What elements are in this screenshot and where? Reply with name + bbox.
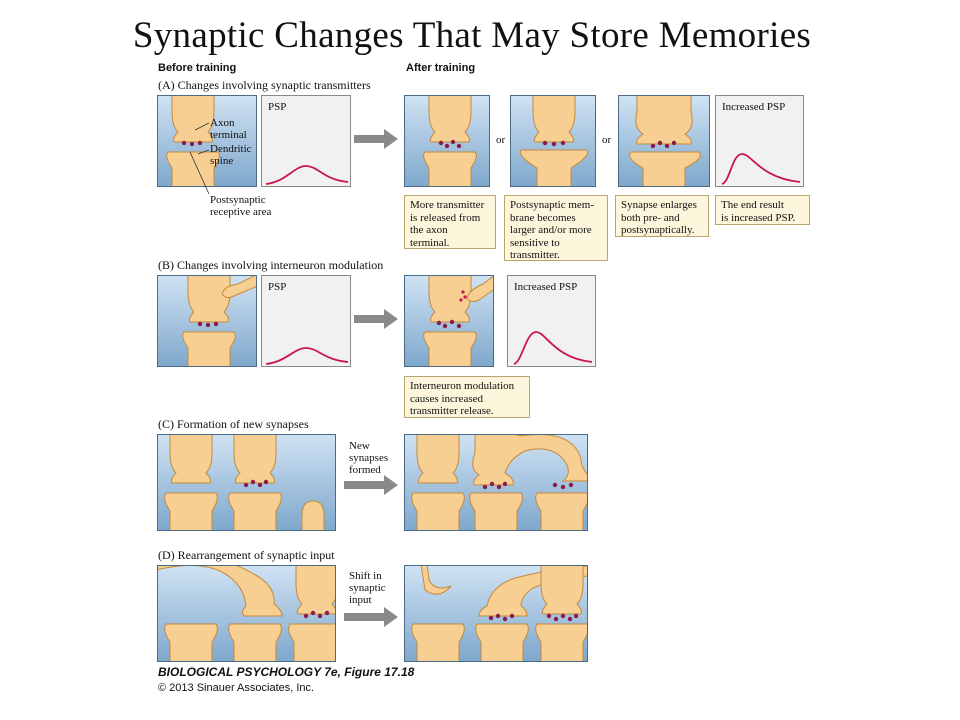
note-a4: The end result is increased PSP.	[715, 195, 810, 225]
section-d-title: (D) Rearrangement of synaptic input	[158, 548, 335, 562]
label-postsynaptic-area: Postsynaptic receptive area	[210, 194, 272, 218]
synapse-drawing	[166, 96, 220, 186]
section-b-title: (B) Changes involving interneuron modula…	[158, 258, 384, 272]
header-before-training: Before training	[158, 62, 237, 74]
synapse-drawing	[423, 276, 493, 366]
arrow-d	[344, 607, 398, 627]
label-leader-lines	[190, 122, 210, 195]
synapse-drawing	[629, 96, 701, 186]
or-label-1: or	[496, 134, 506, 146]
panel-b-after	[404, 275, 494, 367]
section-c-title: (C) Formation of new synapses	[158, 417, 309, 431]
panel-d-before	[157, 565, 336, 662]
note-b1: Interneuron modulation causes increased …	[404, 376, 530, 418]
synapse-drawing	[411, 435, 587, 530]
note-a2: Postsynaptic mem- brane becomes larger a…	[504, 195, 608, 261]
label-new-synapses: New synapses formed	[349, 440, 389, 476]
synapse-drawing	[423, 96, 477, 186]
increased-psp-label: Increased PSP	[514, 281, 578, 293]
arrow-c	[344, 475, 398, 495]
figure-credit: BIOLOGICAL PSYCHOLOGY 7e, Figure 17.18	[158, 665, 415, 679]
panel-a2	[510, 95, 596, 187]
or-label-2: or	[602, 134, 612, 146]
arrow-a	[354, 129, 398, 149]
label-axon-terminal: Axon terminal	[210, 117, 247, 141]
increased-psp-label: Increased PSP	[722, 101, 786, 113]
note-a1: More transmitter is released from the ax…	[404, 195, 496, 249]
synapse-drawing	[519, 96, 589, 186]
copyright: © 2013 Sinauer Associates, Inc.	[158, 682, 315, 694]
psp-label: PSP	[268, 281, 287, 293]
graph-a-psp: PSP	[261, 95, 351, 187]
graph-b-psp: PSP	[261, 275, 351, 367]
section-a-title: (A) Changes involving synaptic transmitt…	[158, 78, 371, 92]
label-dendritic-spine: Dendritic spine	[210, 143, 252, 167]
synapse-drawing	[164, 435, 325, 530]
panel-a3	[618, 95, 710, 187]
psp-curve	[265, 347, 349, 365]
synapse-drawing	[182, 276, 256, 366]
label-shift-input: Shift in synaptic input	[349, 570, 386, 606]
graph-b-increased-psp: Increased PSP	[507, 275, 596, 367]
increased-psp-curve	[721, 153, 801, 185]
panel-b-before	[157, 275, 257, 367]
graph-a-increased-psp: Increased PSP	[715, 95, 804, 187]
arrow-b	[354, 309, 398, 329]
panel-a-before	[157, 95, 257, 187]
synapse-drawing	[411, 566, 587, 661]
synapse-drawing	[158, 566, 335, 661]
panel-a1	[404, 95, 490, 187]
panel-c-after	[404, 434, 588, 531]
psp-curve	[265, 165, 349, 185]
panel-d-after	[404, 565, 588, 662]
page-title: Synaptic Changes That May Store Memories	[132, 15, 812, 56]
increased-psp-curve	[513, 331, 593, 365]
header-after-training: After training	[406, 62, 476, 74]
panel-c-before	[157, 434, 336, 531]
note-a3: Synapse enlarges both pre- and postsynap…	[615, 195, 709, 237]
psp-label: PSP	[268, 101, 287, 113]
